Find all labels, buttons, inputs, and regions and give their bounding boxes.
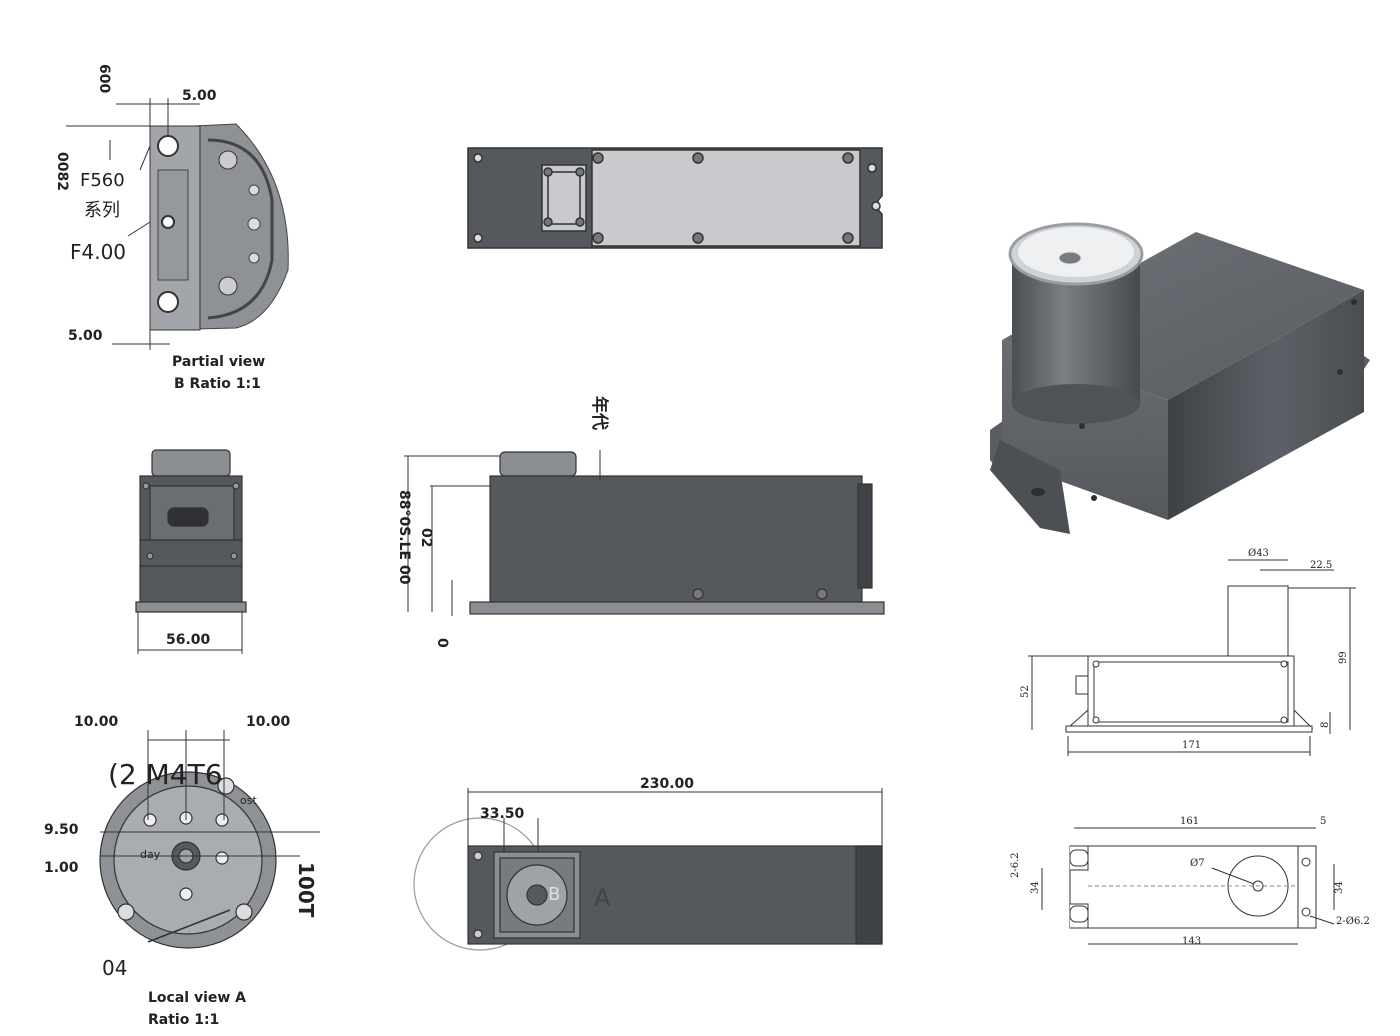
dim-holes: 2-Ø6.2 [1336,916,1370,927]
dim-1-00: 1.00 [44,860,79,876]
side-mid-label: 02 [418,528,434,548]
tag-a: A [594,884,611,912]
top-view [467,147,883,249]
small-front-drawing [1028,559,1356,756]
dim-5-top: 5.00 [182,88,217,104]
dim-52: 52 [1020,685,1031,698]
dim-5: 5 [1320,816,1327,827]
hole-label: F4.00 [70,240,127,264]
dim-10-left: 10.00 [74,714,119,730]
partial-view-b [66,98,289,350]
dim-22-5: 22.5 [1310,560,1333,571]
series-label: F560 [80,170,125,191]
dim-8: 8 [1320,721,1331,728]
dim-230: 230.00 [640,776,695,792]
dim-0082: 0082 [54,152,70,191]
end-view [135,449,247,654]
series-cn-label: 系列 [84,200,120,221]
dim-5-bottom: 5.00 [68,328,103,344]
product-render [990,222,1370,534]
side-top-label: 年代 [589,396,609,430]
partial-view-ratio: B Ratio 1:1 [174,376,261,392]
bottom-number: 04 [102,956,128,980]
dim-56: 56.00 [166,632,211,648]
dim-143: 143 [1182,936,1202,947]
dim-10-right: 10.00 [246,714,291,730]
dim-d7: Ø7 [1190,858,1205,869]
dim-34-right: 34 [1334,881,1345,894]
side-zero-label: 0 [434,638,450,648]
day-tag: day [140,848,161,861]
dim-600: 600 [96,64,112,94]
partial-view-title: Partial view [172,354,266,370]
local-view-ratio: Ratio 1:1 [148,1012,220,1028]
local-view-a [99,730,320,949]
dim-9-50: 9.50 [44,822,79,838]
tag-b: B [548,884,561,905]
bottom-view [413,788,883,951]
ost-tag: ost [240,794,257,807]
side-left-label: 88°0S.LE 00 [396,490,412,585]
dim-161: 161 [1180,816,1200,827]
dim-34-left: 34 [1030,881,1041,894]
local-view-title: Local view A [148,990,247,1006]
dim-171: 171 [1182,740,1202,751]
dim-d43: Ø43 [1248,548,1269,559]
dim-99: 99 [1338,651,1349,664]
small-top-drawing [1041,827,1335,945]
side-view [404,450,885,616]
thread-label: (2 M4T6 [108,758,223,791]
dim-100t: 100T [294,862,318,918]
dim-slot: 2-6.2 [1010,852,1021,878]
dim-33-50: 33.50 [480,806,525,822]
